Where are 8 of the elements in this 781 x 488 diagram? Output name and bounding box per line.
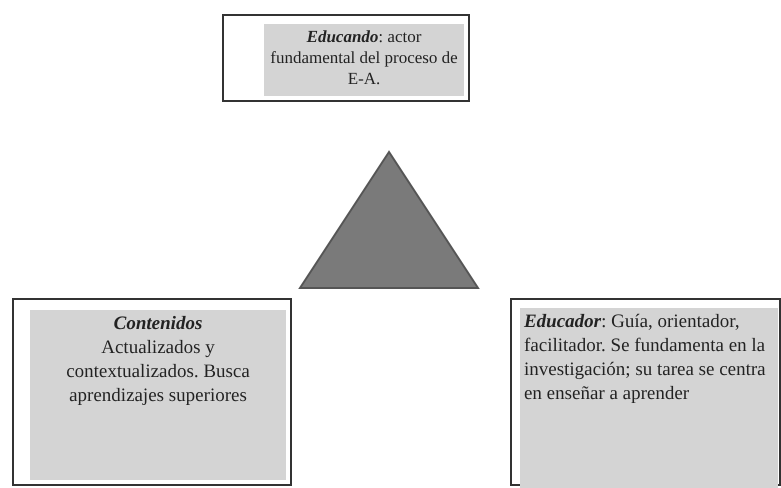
box-text: Actualizados y contextualizados. Busca aprendizajes superiores <box>65 336 251 408</box>
text-box <box>12 298 292 486</box>
triangle-shape <box>298 150 480 290</box>
box-text: Educador: Guía, orientador, facilitador. Se fundamenta en la investigación; su tarea se centra en enseñar a aprender <box>524 310 767 406</box>
text-box <box>510 298 781 486</box>
box-text: Educando: actor fundamental del proceso de E-A. <box>269 26 459 89</box>
box-heading: Contenidos <box>114 312 202 336</box>
text-box <box>222 14 470 102</box>
